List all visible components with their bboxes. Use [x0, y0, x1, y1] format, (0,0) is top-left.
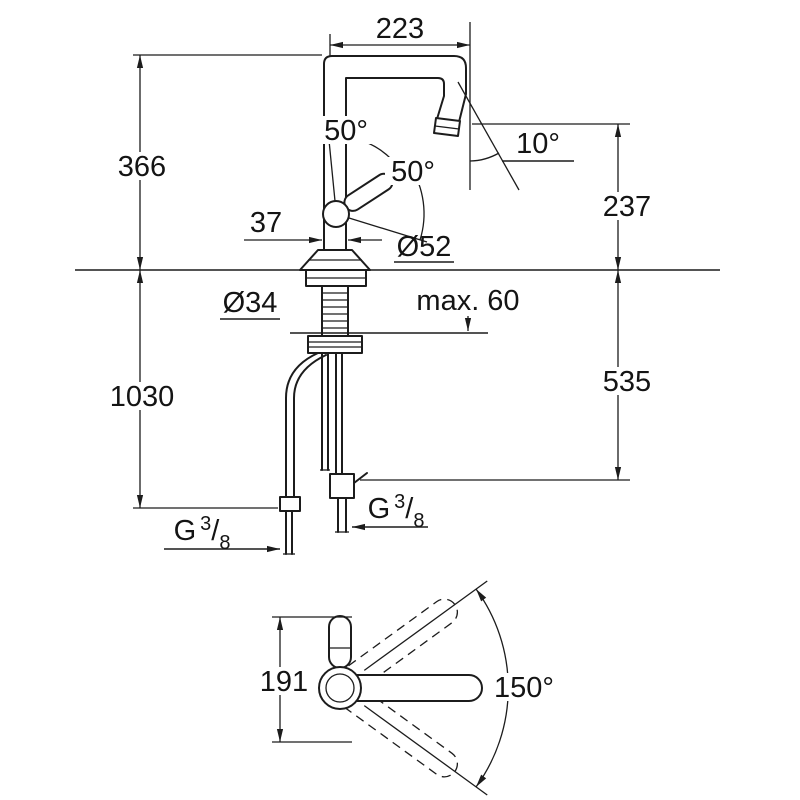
- dim-237-label: 237: [603, 191, 651, 223]
- spout-outline: [323, 55, 467, 271]
- angle-50-lower-label: 50°: [391, 156, 435, 188]
- label-max-thickness: max. 60: [416, 285, 520, 331]
- angle-50-upper-label: 50°: [324, 115, 368, 147]
- dim-spout-reach: 223: [329, 13, 470, 56]
- check-valve: [329, 472, 368, 533]
- hose-supply-b: [335, 352, 343, 475]
- handle-top-view: [328, 615, 352, 669]
- hose-pullout: [279, 352, 327, 555]
- hose-fitting: [279, 496, 301, 512]
- label-angle-outlet: 10°: [502, 128, 574, 162]
- dim-366-label: 366: [118, 151, 166, 183]
- max-60-label: max. 60: [416, 285, 519, 317]
- angle-10-label: 10°: [516, 128, 560, 160]
- dia-34-label: Ø34: [223, 287, 278, 319]
- body-circle-outer: [318, 666, 362, 710]
- label-dia-hole: Ø34: [220, 287, 280, 320]
- dim-1030-label: 1030: [110, 381, 175, 413]
- dim-body-width: 37: [244, 207, 382, 244]
- top-view: 150° 191: [257, 580, 556, 796]
- dim-height-above-deck: 366: [114, 54, 322, 270]
- valve-handle: [353, 472, 368, 484]
- dia-52-label: Ø52: [397, 231, 452, 263]
- hose-supply-a: [320, 352, 330, 471]
- body-circle-inner: [325, 673, 355, 703]
- lever-lower-line: [348, 217, 428, 243]
- front-view: 223 366 1030 237 535: [75, 13, 720, 555]
- dim-depth: 191: [257, 616, 352, 743]
- dim-below-deck: 535: [360, 270, 655, 481]
- dim-hose-length: 1030: [108, 270, 278, 509]
- dim-outlet-height: 237: [472, 123, 655, 270]
- shank: [321, 285, 349, 337]
- dim-535-label: 535: [603, 366, 651, 398]
- dim-223-label: 223: [376, 13, 424, 45]
- dim-37-label: 37: [250, 207, 282, 239]
- angle-150-label: 150°: [494, 672, 554, 704]
- angle10-arc: [469, 152, 500, 162]
- spray-angle-line: [457, 81, 520, 191]
- thread-ticks: [322, 292, 348, 329]
- mounting-nut: [307, 335, 363, 354]
- label-dia-base: Ø52: [394, 231, 454, 263]
- dim-191-label: 191: [260, 666, 308, 698]
- spout-inner: [345, 77, 445, 271]
- aerator-line: [434, 125, 460, 130]
- handle-ball: [322, 200, 350, 228]
